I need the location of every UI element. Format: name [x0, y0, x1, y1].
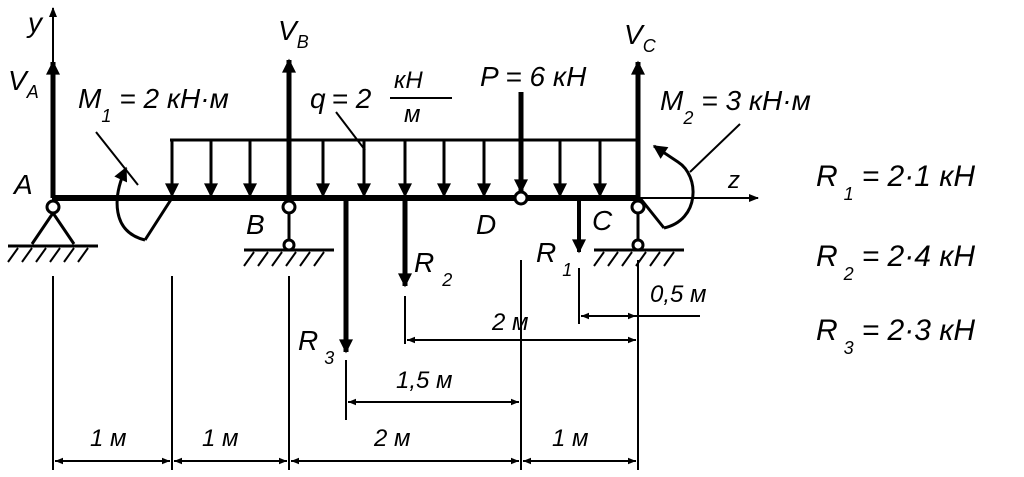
dim-seg3-label: 2 м [373, 425, 410, 452]
q-leader-line [335, 111, 366, 151]
dim-r2-c-label: 2 м [491, 309, 528, 336]
moment-m2-label: M2= 3 кН·м [660, 85, 811, 128]
support-c-roller [593, 199, 684, 267]
support-a-pin [7, 199, 98, 263]
point-b-label: B [246, 209, 265, 240]
dim-seg1-label: 1 м [90, 425, 126, 452]
reaction-vc-label: VC [624, 19, 657, 56]
dim-seg4-label: 1 м [552, 425, 588, 452]
point-a-label: A [12, 169, 33, 200]
extension-lines [52, 260, 639, 470]
result-r3: R3= 2·3 кН [816, 314, 975, 358]
point-d-label: D [476, 209, 496, 240]
moment-m1 [95, 131, 174, 242]
result-r1: R1= 2·1 кН [816, 160, 975, 204]
moment-m1-label: M1= 2 кН·м [78, 83, 229, 126]
dimension-chain [55, 312, 700, 465]
r1-label: R1 [536, 237, 572, 280]
reaction-vb-label: VB [278, 15, 309, 52]
reaction-va-label: VA [8, 65, 39, 102]
dim-r3-d-label: 1,5 м [396, 367, 452, 394]
force-p-label: P = 6 кН [480, 61, 587, 92]
result-r2: R2= 2·4 кН [816, 240, 975, 284]
q-unit-numerator: кН [394, 67, 423, 94]
hinge-d [513, 190, 529, 206]
dim-r1-c-label: 0,5 м [650, 281, 706, 308]
r3-label: R3 [298, 325, 334, 368]
q-unit-denominator: м [404, 101, 420, 128]
y-axis-label: y [26, 7, 44, 38]
point-c-label: C [592, 205, 613, 236]
distributed-load [165, 138, 640, 198]
r2-label: R2 [414, 247, 452, 290]
z-axis-label: z [727, 167, 740, 194]
moment-m2 [638, 123, 741, 230]
q-label: q= 2 [310, 83, 372, 114]
support-b-roller [243, 199, 334, 267]
dim-seg2-label: 1 м [202, 425, 238, 452]
